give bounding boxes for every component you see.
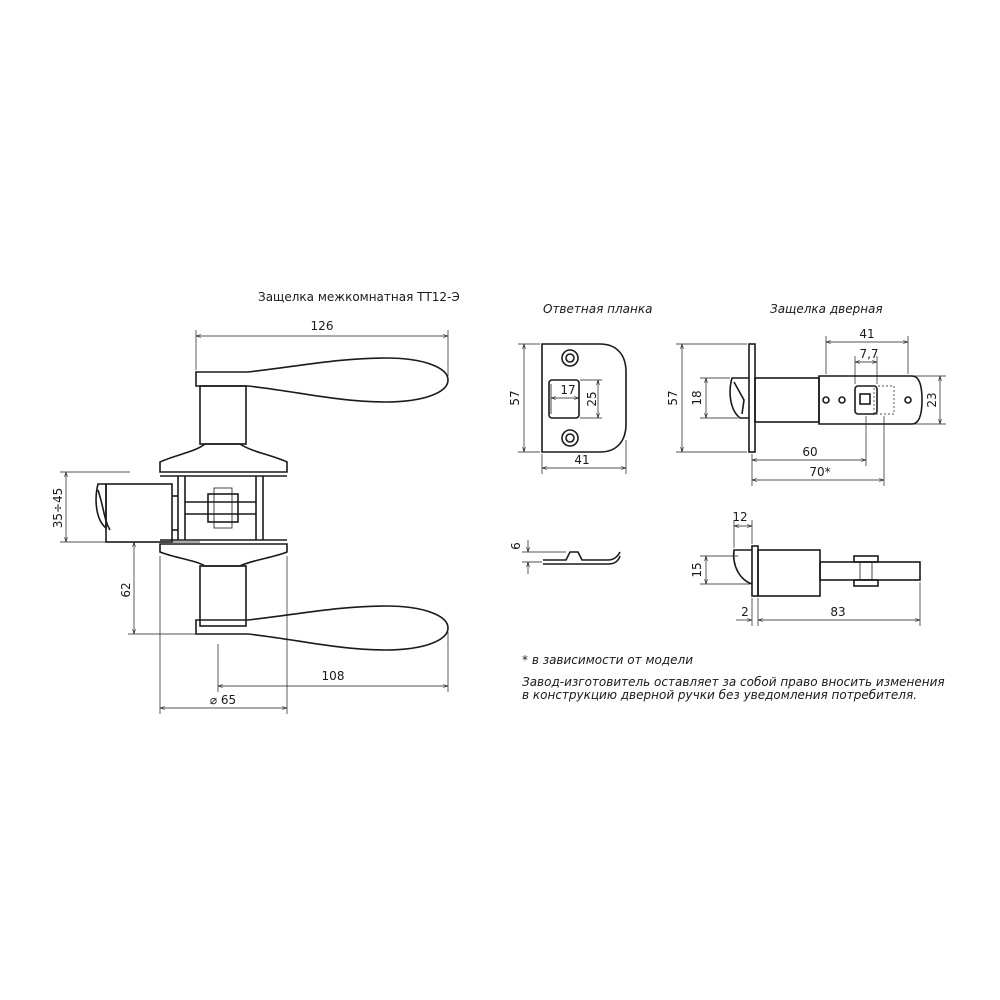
dim-62: 62 [119,582,133,597]
latch-body [754,377,820,423]
dim-126: 126 [311,319,334,333]
latch-body-side [105,483,173,543]
top-rose [159,443,288,473]
dim-l2: 2 [741,605,749,619]
dim-l12: 12 [732,510,747,524]
dim-s6: 6 [509,542,523,550]
dim-l57: 57 [666,390,680,405]
latch-side-body [757,549,821,597]
dim-l41: 41 [859,327,874,341]
latch-side-faceplate [751,545,759,597]
bottom-rose [159,543,288,567]
main-title: Защелка межкомнатная ТТ12-Э [258,290,460,304]
latch-faceplate [748,343,756,453]
dim-s41: 41 [574,453,589,467]
dim-l70: 70* [809,465,830,479]
dim-l18: 18 [690,390,704,405]
note-line-2: в конструкцию дверной ручки без уведомле… [522,688,917,702]
dim-l15: 15 [690,562,704,577]
top-shank [199,385,247,445]
latch-bolt [729,377,749,419]
latch-tail [818,375,923,425]
spindle-slot [854,385,878,415]
notes: * в зависимости от модели Завод-изготови… [522,653,945,702]
note-model: * в зависимости от модели [522,653,693,667]
bottom-lever [195,605,449,651]
dim-s17: 17 [560,383,575,397]
dim-l60: 60 [802,445,817,459]
latch-side-tail [819,561,921,581]
dim-l83: 83 [830,605,845,619]
dim-l23: 23 [925,392,939,407]
bottom-shank [199,565,247,627]
dim-108: 108 [322,669,345,683]
top-lever [195,357,449,403]
note-line-1: Завод-изготовитель оставляет за собой пр… [522,675,945,689]
latch-title: Защелка дверная [770,302,883,316]
dim-l7-7: 7,7 [859,347,878,361]
latch-side-bolt [732,549,753,585]
dim-s25: 25 [585,391,599,406]
strike-title: Ответная планка [543,302,652,316]
dim-35-45: 35÷45 [51,488,65,529]
strike-hole [548,379,580,419]
lever-handle-view: 126 35÷45 62 108 ⌀ 65 Защелка межкомнатн… [51,290,460,714]
dim-s57: 57 [508,390,522,405]
door-latch-view: Защелка дверная 41 7,7 57 [666,302,946,626]
strike-plate-view: Ответная планка 17 25 57 41 6 [508,302,652,574]
dim-65: ⌀ 65 [210,693,236,707]
strike-side [543,551,621,561]
strike-plate [541,343,627,453]
